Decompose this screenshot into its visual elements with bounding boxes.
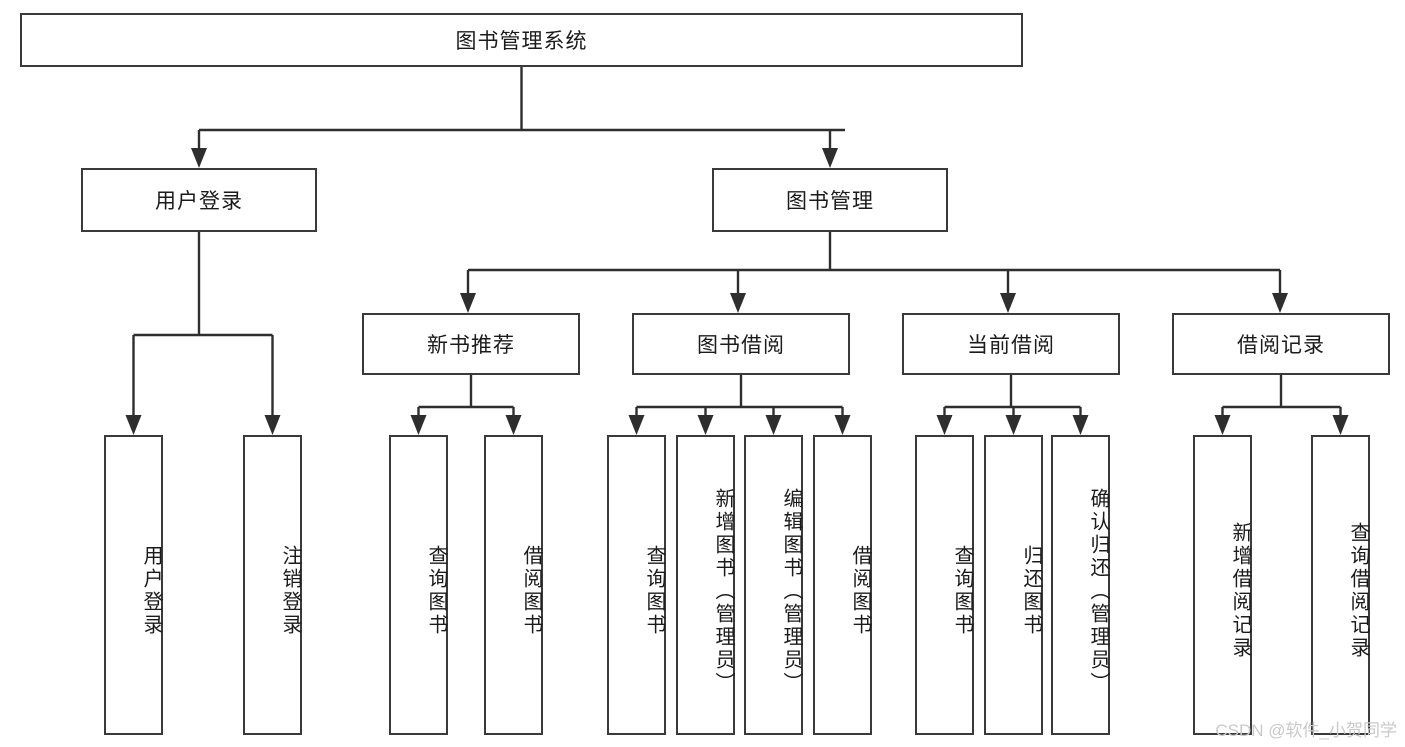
node-label: 图书管理系统 xyxy=(455,30,588,53)
node-label: 借阅图书 xyxy=(849,545,871,637)
node-label: 借阅记录 xyxy=(1237,334,1325,357)
leaf-borrowrecord-query-record[interactable]: 查询借阅记录 xyxy=(1311,435,1370,735)
node-label: 新增借阅记录 xyxy=(1229,522,1251,660)
node-label: 查询图书 xyxy=(951,545,973,637)
leaf-borrowrecord-add-record[interactable]: 新增借阅记录 xyxy=(1193,435,1252,735)
arrowhead-borrow-record xyxy=(1272,293,1288,313)
leaf-bookborrow-borrow-book[interactable]: 借阅图书 xyxy=(813,435,872,735)
arrowhead-leaf-cb-3 xyxy=(1072,415,1089,435)
arrowhead-leaf-br-1 xyxy=(1214,415,1231,435)
arrowhead-leaf-user-login xyxy=(125,415,142,435)
arrowhead-leaf-bb-4 xyxy=(834,415,851,435)
leaf-logout[interactable]: 注销登录 xyxy=(243,435,302,735)
node-label: 新书推荐 xyxy=(427,334,515,357)
arrowhead-leaf-nb-1 xyxy=(410,415,427,435)
csdn-watermark: CSDN @软件_小贺同学 xyxy=(1215,721,1397,740)
node-label: 查询图书 xyxy=(643,545,665,637)
leaf-currentborrow-return-book[interactable]: 归还图书 xyxy=(984,435,1043,735)
node-label: 当前借阅 xyxy=(967,334,1055,357)
arrowhead-bookmgmt xyxy=(822,148,838,168)
node-label: 查询借阅记录 xyxy=(1347,522,1369,660)
arrowhead-leaf-logout xyxy=(264,415,281,435)
node-label: 图书借阅 xyxy=(697,334,785,357)
node-label: 确认归还（管理员） xyxy=(1087,487,1109,695)
node-root-library-system[interactable]: 图书管理系统 xyxy=(20,13,1023,67)
node-label: 注销登录 xyxy=(279,545,301,637)
arrowhead-book-borrow xyxy=(730,293,746,313)
node-label: 归还图书 xyxy=(1020,545,1042,637)
arrowhead-current-borrow xyxy=(1000,293,1016,313)
leaf-user-login[interactable]: 用户登录 xyxy=(104,435,163,735)
node-current-borrow[interactable]: 当前借阅 xyxy=(902,313,1120,375)
arrowhead-userlogin xyxy=(191,148,207,168)
node-label: 查询图书 xyxy=(425,545,447,637)
leaf-newbook-query-book[interactable]: 查询图书 xyxy=(389,435,448,735)
arrowhead-leaf-bb-2 xyxy=(697,415,714,435)
leaf-currentborrow-confirm-return-admin[interactable]: 确认归还（管理员） xyxy=(1051,435,1110,735)
leaf-newbook-borrow-book[interactable]: 借阅图书 xyxy=(484,435,543,735)
leaf-currentborrow-query-book[interactable]: 查询图书 xyxy=(915,435,974,735)
arrowhead-leaf-bb-1 xyxy=(628,415,645,435)
node-label: 用户登录 xyxy=(140,545,162,637)
node-borrow-record[interactable]: 借阅记录 xyxy=(1172,313,1390,375)
node-label: 新增图书（管理员） xyxy=(712,487,734,695)
node-user-login[interactable]: 用户登录 xyxy=(81,168,317,232)
leaf-bookborrow-add-book-admin[interactable]: 新增图书（管理员） xyxy=(676,435,735,735)
leaf-bookborrow-edit-book-admin[interactable]: 编辑图书（管理员） xyxy=(744,435,803,735)
arrowhead-leaf-cb-1 xyxy=(936,415,953,435)
arrowhead-leaf-cb-2 xyxy=(1005,415,1022,435)
node-new-book-recommend[interactable]: 新书推荐 xyxy=(362,313,580,375)
node-label: 借阅图书 xyxy=(520,545,542,637)
node-label: 图书管理 xyxy=(786,190,874,213)
leaf-bookborrow-query-book[interactable]: 查询图书 xyxy=(607,435,666,735)
arrowhead-leaf-nb-2 xyxy=(505,415,522,435)
arrowhead-leaf-br-2 xyxy=(1332,415,1349,435)
arrowhead-leaf-bb-3 xyxy=(765,415,782,435)
arrowhead-new-book xyxy=(460,293,476,313)
node-label: 用户登录 xyxy=(155,190,243,213)
node-label: 编辑图书（管理员） xyxy=(780,487,802,695)
node-book-borrow[interactable]: 图书借阅 xyxy=(632,313,850,375)
node-book-management[interactable]: 图书管理 xyxy=(712,168,948,232)
